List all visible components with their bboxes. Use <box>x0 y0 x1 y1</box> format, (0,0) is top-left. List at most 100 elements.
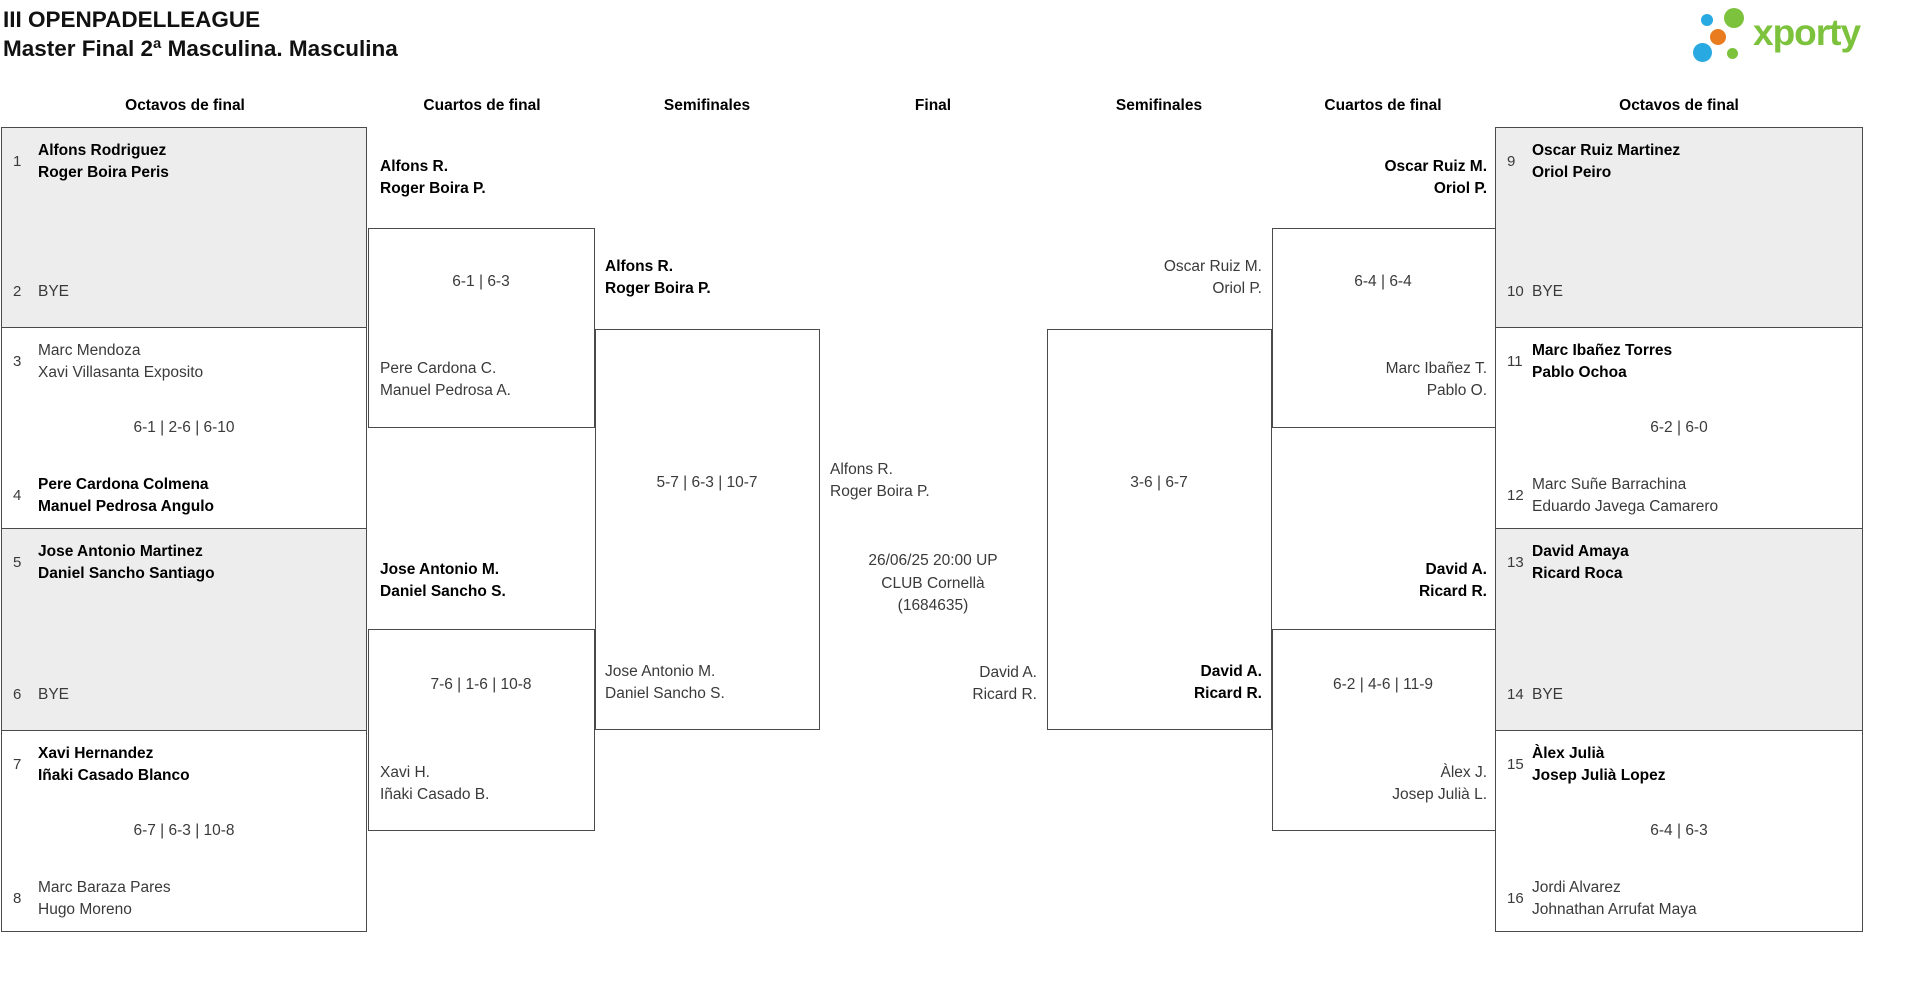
match-score: 6-1 | 6-3 <box>452 273 510 290</box>
logo-dot-icon <box>1727 48 1738 59</box>
match-box-semi-right <box>1047 329 1272 730</box>
player-name: Pere Cardona Colmena <box>38 476 209 493</box>
player-name: Ricard R. <box>972 686 1037 703</box>
bracket-team: 7 Xavi Hernandez Iñaki Casado Blanco <box>2 743 366 787</box>
round-header-semis-left: Semifinales <box>663 97 751 114</box>
team-names: Jose Antonio Martinez Daniel Sancho Sant… <box>38 541 215 585</box>
seed-number: 11 <box>1507 353 1523 370</box>
player-name: Ricard R. <box>1418 583 1487 600</box>
logo-dot-icon <box>1710 29 1726 45</box>
player-name: Daniel Sancho S. <box>380 583 506 600</box>
team-names: Marc Ibañez Torres Pablo Ochoa <box>1532 340 1672 384</box>
logo-dot-icon <box>1693 43 1712 62</box>
team-names: Alfons Rodriguez Roger Boira Peris <box>38 140 169 184</box>
bracket-team: 13 David Amaya Ricard Roca <box>1496 541 1862 585</box>
team-names: Marc Suñe Barrachina Eduardo Javega Cama… <box>1532 474 1718 518</box>
player-name: Pablo Ochoa <box>1532 364 1627 381</box>
octavos-right-column: 9 Oscar Ruiz Martinez Oriol Peiro 10 BYE… <box>1495 127 1863 932</box>
seed-number: 15 <box>1507 756 1524 773</box>
player-name: Eduardo Javega Camarero <box>1532 498 1719 515</box>
bracket-team: 11 Marc Ibañez Torres Pablo Ochoa <box>1496 340 1862 384</box>
match-score: 6-1 | 2-6 | 6-10 <box>133 419 235 436</box>
round-header-octavos-left: Octavos de final <box>125 97 245 114</box>
player-name: Xavi H. <box>380 764 430 781</box>
player-name: Manuel Pedrosa A. <box>380 382 511 399</box>
bracket-team: 9 Oscar Ruiz Martinez Oriol Peiro <box>1496 140 1862 184</box>
player-name: Àlex Julià <box>1532 745 1605 762</box>
team-names: Xavi H. Iñaki Casado B. <box>380 762 489 806</box>
team-names: Marc Baraza Pares Hugo Moreno <box>38 877 171 921</box>
player-name: Marc Baraza Pares <box>38 879 171 896</box>
player-name: Alfons R. <box>380 158 449 175</box>
team-names: Jordi Alvarez Johnathan Arrufat Maya <box>1532 877 1697 921</box>
team-names: Àlex J. Josep Julià L. <box>1277 762 1487 806</box>
player-name: Marc Mendoza <box>38 342 141 359</box>
player-name: Alfons R. <box>830 461 893 478</box>
match-score: 6-2 | 4-6 | 11-9 <box>1333 676 1433 693</box>
team-names: BYE <box>38 684 69 706</box>
team-names: Pere Cardona C. Manuel Pedrosa A. <box>380 358 511 402</box>
bracket-team: 12 Marc Suñe Barrachina Eduardo Javega C… <box>1496 474 1862 518</box>
team-names: Alfons R. Roger Boira P. <box>605 256 711 300</box>
logo-dot-icon <box>1724 8 1744 28</box>
team-names: David A. Ricard R. <box>1052 661 1262 705</box>
player-name: Pere Cardona C. <box>380 360 497 377</box>
player-name: Ricard Roca <box>1532 565 1623 582</box>
match-venue: CLUB Cornellà <box>881 574 985 592</box>
player-name: BYE <box>1532 283 1564 300</box>
round-header-octavos-right: Octavos de final <box>1619 97 1739 114</box>
player-name: Roger Boira P. <box>830 483 930 500</box>
page-title: III OPENPADELLEAGUE Master Final 2ª Masc… <box>3 5 398 63</box>
player-name: Pablo O. <box>1426 382 1487 399</box>
seed-number: 2 <box>13 283 22 300</box>
player-name: BYE <box>38 283 70 300</box>
seed-number: 14 <box>1507 686 1524 703</box>
player-name: BYE <box>38 686 70 703</box>
round-header-cuartos-right: Cuartos de final <box>1324 97 1442 114</box>
category-name: Master Final 2ª Masculina. Masculina <box>3 36 398 61</box>
player-name: Oscar Ruiz Martinez <box>1532 142 1681 159</box>
seed-number: 16 <box>1507 890 1524 907</box>
player-name: Oscar Ruiz M. <box>1384 158 1488 175</box>
team-names: Alfons R. Roger Boira P. <box>830 459 930 503</box>
bracket-team: 10 BYE <box>1496 281 1862 303</box>
bracket-team: 8 Marc Baraza Pares Hugo Moreno <box>2 877 366 921</box>
seed-number: 5 <box>13 554 22 571</box>
team-names: BYE <box>38 281 69 303</box>
seed-number: 13 <box>1507 554 1524 571</box>
player-name: Alfons R. <box>605 258 674 275</box>
player-name: Xavi Hernandez <box>38 745 154 762</box>
player-name: Daniel Sancho Santiago <box>38 565 215 582</box>
seed-number: 12 <box>1507 487 1524 504</box>
seed-number: 9 <box>1507 153 1516 170</box>
round-header-final: Final <box>914 97 952 114</box>
match-id: (1684635) <box>897 597 969 614</box>
player-name: Oriol P. <box>1433 180 1487 197</box>
match-box-quarter-right-1 <box>1272 228 1496 428</box>
match-score: 6-4 | 6-3 <box>1650 822 1708 839</box>
player-name: Josep Julià L. <box>1392 786 1487 803</box>
player-name: Iñaki Casado B. <box>380 786 490 803</box>
bracket-team: 6 BYE <box>2 684 366 706</box>
match-score: 7-6 | 1-6 | 10-8 <box>430 676 532 693</box>
player-name: Roger Boira P. <box>380 180 486 197</box>
match-box-quarter-left-2 <box>368 629 595 831</box>
seed-number: 6 <box>13 686 22 703</box>
logo-dot-icon <box>1701 14 1713 26</box>
match-block-2: 3 Marc Mendoza Xavi Villasanta Exposito … <box>2 328 366 529</box>
match-block-6: 11 Marc Ibañez Torres Pablo Ochoa 6-2 | … <box>1496 328 1862 529</box>
player-name: Roger Boira P. <box>605 280 711 297</box>
team-names: Jose Antonio M. Daniel Sancho S. <box>380 559 506 603</box>
match-box-semi-left <box>595 329 820 730</box>
team-names: David A. Ricard R. <box>1277 559 1487 603</box>
player-name: Hugo Moreno <box>38 901 132 918</box>
team-names: David A. Ricard R. <box>827 662 1037 706</box>
player-name: Roger Boira Peris <box>38 164 169 181</box>
seed-number: 10 <box>1507 283 1524 300</box>
player-name: Marc Ibañez Torres <box>1532 342 1673 359</box>
seed-number: 8 <box>13 890 22 907</box>
team-names: Pere Cardona Colmena Manuel Pedrosa Angu… <box>38 474 214 518</box>
player-name: Marc Ibañez T. <box>1385 360 1487 377</box>
player-name: Oriol Peiro <box>1532 164 1612 181</box>
